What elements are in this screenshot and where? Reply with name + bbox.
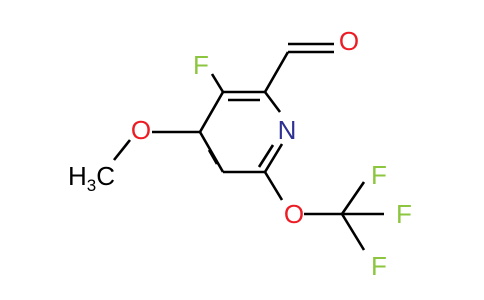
bond-n-c6 <box>263 143 284 173</box>
atom-o-ocf3: O <box>284 199 304 229</box>
h3c-c: C <box>96 161 115 191</box>
bond-c6-o <box>263 171 284 201</box>
atom-f-3: F <box>371 251 387 281</box>
atom-f-ring: F <box>193 50 209 80</box>
bond-cf3-f3 <box>340 213 366 251</box>
bond-ome-ch3 <box>112 139 132 161</box>
atom-o-methoxy: O <box>131 115 151 145</box>
atom-h3c: H3C <box>68 161 115 195</box>
bonds <box>112 42 384 251</box>
atom-n-ring: N <box>278 115 297 145</box>
bond-c2-n <box>263 91 282 113</box>
bond-cf3-f1 <box>340 181 366 215</box>
bond-c4-c3 <box>198 91 225 133</box>
bond-c5-c4-inner <box>207 149 219 165</box>
h3c-subscript: 3 <box>87 176 96 195</box>
atom-o-aldehyde: O <box>339 26 359 56</box>
bond-c3-f <box>210 73 225 93</box>
bond-n-c6-inner <box>257 144 275 168</box>
atom-f-1: F <box>371 160 387 190</box>
h3c-h: H <box>68 161 87 191</box>
atom-f-2: F <box>396 199 412 229</box>
atom-labels: F O N O H3C O F F F <box>68 26 412 281</box>
bond-c2-cho <box>263 51 290 93</box>
